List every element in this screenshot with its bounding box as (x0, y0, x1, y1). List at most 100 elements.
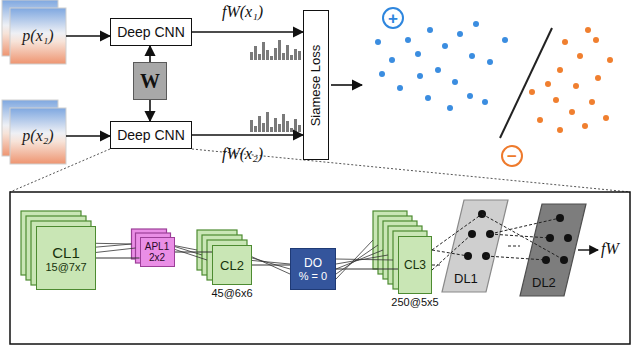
histogram-bar (262, 42, 265, 60)
class-circle (383, 8, 403, 28)
connector (149, 46, 151, 62)
data-point (487, 59, 493, 65)
histogram-bar (266, 112, 269, 132)
input-image (10, 8, 66, 64)
data-point (585, 27, 591, 33)
class-circle (502, 146, 522, 166)
histogram-bar (278, 124, 281, 132)
dense-layer: DL2 (520, 204, 586, 296)
weight-line (486, 256, 546, 260)
data-point (502, 37, 508, 43)
data-point (573, 83, 579, 89)
input-image-label: p(x₁) (10, 8, 66, 64)
node-title: DL1 (454, 271, 478, 286)
histogram-bar (258, 54, 261, 60)
input-image-label: p(x₂) (10, 108, 66, 164)
data-point (545, 81, 551, 87)
connector (96, 258, 140, 259)
data-point (452, 79, 458, 85)
histogram-bar (274, 48, 277, 60)
data-point (469, 53, 475, 59)
weight-line (490, 234, 550, 238)
scatter-points (375, 21, 613, 133)
histogram-bar (262, 123, 265, 132)
data-point (457, 31, 463, 37)
class-symbol: + (388, 10, 398, 27)
histogram-bar (270, 127, 273, 132)
connector (175, 252, 213, 253)
node-title: p(x₂) (22, 127, 53, 145)
data-point (557, 127, 563, 133)
data-point (415, 51, 421, 57)
feature-label: fW(x₂) (222, 145, 263, 163)
node-detail: % = 0 (299, 270, 327, 282)
histogram-bar (266, 50, 269, 60)
neuron-dot (542, 256, 550, 264)
node-title: CL1 (52, 244, 80, 261)
connector (192, 31, 303, 33)
neuron-dot (468, 230, 476, 238)
neuron-dot (464, 252, 472, 260)
connector (192, 134, 303, 136)
node-title: Deep CNN (117, 127, 185, 143)
network-box: Deep CNN (110, 18, 192, 46)
histogram-bar (282, 114, 285, 132)
node-title: APL1 (145, 241, 169, 252)
weight-line (432, 214, 482, 250)
data-point (562, 39, 568, 45)
data-point (435, 67, 441, 73)
node-title: Deep CNN (117, 24, 185, 40)
layer-shape (442, 200, 508, 292)
data-point (482, 99, 488, 105)
histogram (250, 40, 301, 132)
weight-line (432, 250, 468, 256)
connector (149, 100, 151, 121)
decision-line (500, 28, 552, 138)
network-box: Deep CNN (110, 121, 192, 149)
connectors (66, 32, 520, 269)
feature-label: fW(x₁) (222, 3, 263, 21)
fan-line (247, 260, 290, 264)
dropout-box: DO% = 0 (290, 248, 336, 290)
histogram-bar (298, 125, 301, 132)
node-title: DO (304, 256, 322, 270)
histogram-bar (258, 116, 261, 132)
data-point (427, 27, 433, 33)
fan-line (336, 250, 383, 269)
histogram-bar (278, 40, 281, 60)
data-point (447, 105, 453, 111)
histogram-bar (254, 126, 257, 132)
neuron-dot (546, 234, 554, 242)
weight-line (490, 218, 560, 234)
node-detail: 15@7x7 (45, 261, 86, 273)
dense-layer: DL1 (442, 200, 508, 292)
data-point (603, 115, 609, 121)
node-title: p(x₁) (22, 27, 53, 45)
histogram-bar (250, 120, 253, 132)
data-point (442, 43, 448, 49)
zoom-line (10, 149, 110, 192)
histogram-bar (290, 128, 293, 132)
node-title: CL2 (220, 258, 244, 273)
data-point (529, 89, 535, 95)
node-title: W (140, 70, 160, 93)
data-point (405, 37, 411, 43)
conv-layer: CL245@6x6 (212, 245, 252, 285)
data-point (589, 99, 595, 105)
conv-layer: CL3250@5x5 (398, 236, 432, 294)
weights-box: W (133, 62, 167, 100)
histogram-bar (286, 45, 289, 60)
data-point (577, 53, 583, 59)
connector (66, 135, 110, 137)
data-point (467, 93, 473, 99)
data-point (607, 57, 613, 63)
weight-line (482, 214, 564, 260)
histogram-bar (254, 46, 257, 60)
data-point (375, 39, 381, 45)
histogram-bar (270, 56, 273, 60)
data-point (582, 123, 588, 129)
node-detail: 45@6x6 (211, 287, 252, 299)
loss-box: Siamese Loss (303, 10, 329, 160)
output-label: fW (601, 240, 619, 258)
node-title: Siamese Loss (309, 44, 324, 126)
